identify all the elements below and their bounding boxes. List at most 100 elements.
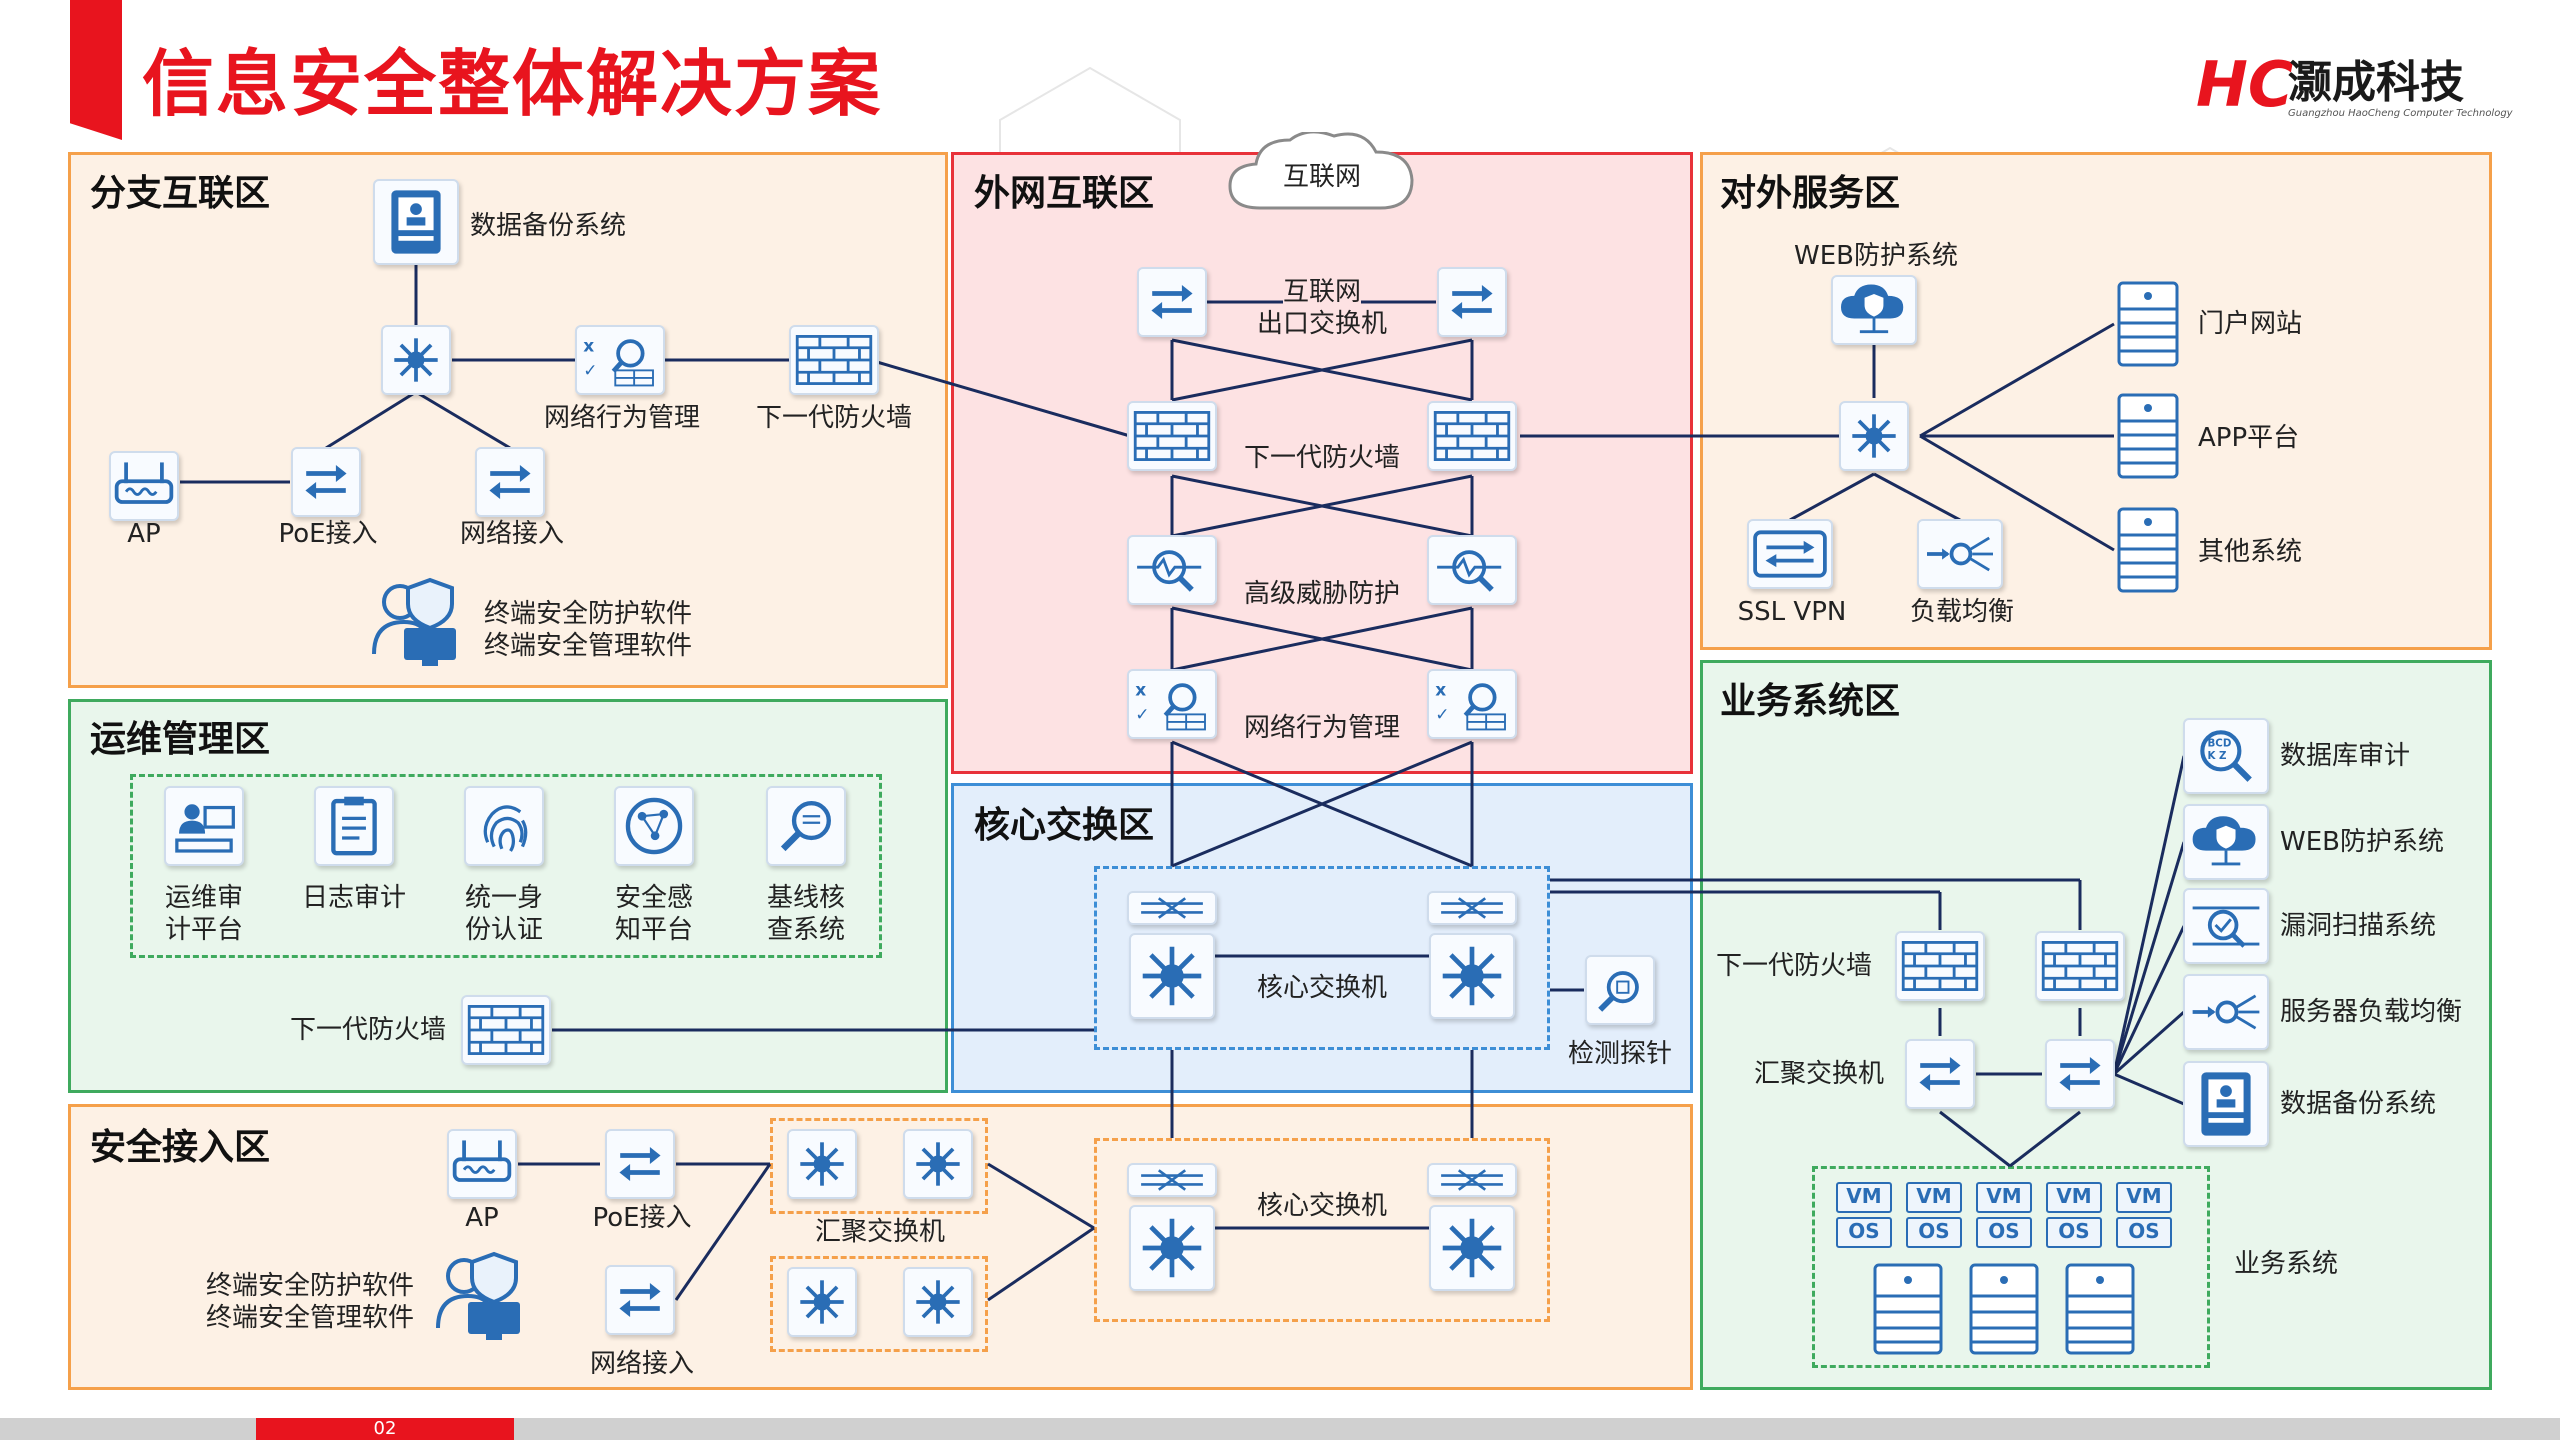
os-label: OS	[2046, 1217, 2102, 1248]
business-waf-icon	[2183, 804, 2269, 880]
secure-aggregation-4-icon	[903, 1267, 973, 1337]
business-server-3-icon	[2064, 1262, 2136, 1356]
label-branch-poe: PoE接入	[278, 519, 378, 549]
internet-firewall-left-icon	[1127, 401, 1217, 471]
svg-text:✓: ✓	[1435, 705, 1449, 725]
label-external-ssl-vpn: SSL VPN	[1737, 597, 1847, 627]
core-switch-left-top-icon	[1127, 891, 1217, 925]
label-external-portal: 门户网站	[2198, 309, 2303, 339]
os-label: OS	[2116, 1217, 2172, 1248]
label-branch-behavior-mgmt: 网络行为管理	[543, 403, 701, 433]
ops-security-awareness-icon	[614, 786, 694, 866]
branch-endpoint-user-icon	[370, 576, 466, 672]
external-portal-server-icon	[2115, 279, 2181, 369]
core-switch-left-icon	[1129, 933, 1215, 1019]
secure-aggregation-group-bottom	[770, 1256, 988, 1352]
logo-mark: HC	[2196, 48, 2294, 121]
page-number: 02	[373, 1418, 397, 1439]
core-switch-right-icon	[1429, 933, 1515, 1019]
label-business-service-3: 漏洞扫描系统	[2280, 911, 2437, 941]
secure-net-access-switch-icon	[605, 1265, 675, 1335]
business-firewall-right-icon	[2035, 931, 2125, 1001]
vm-label: VM	[2116, 1182, 2172, 1213]
branch-net-access-switch-icon	[475, 447, 545, 517]
data-backup-icon	[373, 179, 459, 265]
label-business-service-4: 服务器负载均衡	[2280, 997, 2463, 1027]
zone-secure-access	[68, 1104, 1693, 1390]
zone-title-core: 核心交换区	[974, 805, 1155, 846]
core-switch-right-top-icon	[1427, 891, 1517, 925]
page-title: 信息安全整体解决方案	[142, 42, 883, 126]
external-ssl-vpn-icon	[1747, 519, 1833, 589]
logo-name: 灏成科技	[2288, 57, 2464, 108]
branch-behavior-mgmt-icon: x✓	[575, 325, 665, 395]
internet-exit-switch-right-icon	[1437, 267, 1507, 337]
os-label: OS	[1836, 1217, 1892, 1248]
svg-text:✓: ✓	[583, 361, 597, 381]
internet-apt-left-icon	[1127, 535, 1217, 605]
label-ops-item-5b: 查系统	[766, 915, 846, 945]
label-business-system: 业务系统	[2234, 1249, 2339, 1279]
core-probe-icon	[1585, 955, 1655, 1025]
secure-endpoint-user-icon	[434, 1250, 530, 1346]
label-secure-endpoint-protect: 终端安全防护软件	[206, 1271, 415, 1301]
zone-title-business: 业务系统区	[1720, 681, 1901, 722]
zone-title-internet: 外网互联区	[974, 173, 1155, 214]
label-secure-core-switch: 核心交换机	[1256, 1190, 1388, 1223]
label-external-other-systems: 其他系统	[2198, 537, 2303, 567]
zone-branch	[68, 152, 948, 688]
label-external-app-platform: APP平台	[2198, 423, 2300, 453]
zone-title-branch: 分支互联区	[90, 173, 271, 214]
secure-core-left-top-icon	[1127, 1163, 1217, 1197]
svg-text:BCD: BCD	[2207, 738, 2231, 750]
svg-text:x: x	[1135, 681, 1146, 701]
label-ops-item-5a: 基线核	[766, 883, 846, 913]
ops-log-audit-icon	[314, 786, 394, 866]
svg-text:K Z: K Z	[2207, 750, 2226, 762]
secure-core-right-icon	[1429, 1205, 1515, 1291]
secure-poe-switch-icon	[605, 1129, 675, 1199]
vm-label: VM	[1836, 1182, 1892, 1213]
ops-tools-group	[130, 774, 882, 958]
logo-tagline: Guangzhou HaoCheng Computer Technology	[2288, 108, 2513, 119]
label-branch-endpoint-manage: 终端安全管理软件	[484, 631, 693, 661]
zone-title-secure-access: 安全接入区	[90, 1127, 271, 1168]
label-branch-ap: AP	[127, 519, 161, 549]
label-secure-aggregation: 汇聚交换机	[814, 1217, 946, 1247]
label-internet-apt: 高级威胁防护	[1243, 578, 1401, 611]
label-ops-item-3b: 份认证	[464, 915, 544, 945]
internet-exit-switch-left-icon	[1137, 267, 1207, 337]
label-business-service-5: 数据备份系统	[2280, 1089, 2437, 1119]
label-ops-item-3a: 统一身	[464, 883, 544, 913]
branch-firewall-icon	[789, 325, 879, 395]
ops-audit-platform-icon	[164, 786, 244, 866]
label-secure-endpoint-manage: 终端安全管理软件	[206, 1303, 415, 1333]
internet-firewall-right-icon	[1427, 401, 1517, 471]
label-internet-behavior-mgmt: 网络行为管理	[1243, 712, 1401, 745]
internet-behavior-right-icon: x✓	[1427, 669, 1517, 739]
label-secure-poe: PoE接入	[592, 1203, 692, 1233]
zone-title-external-service: 对外服务区	[1720, 173, 1901, 214]
label-internet-cloud: 互联网	[1282, 162, 1361, 192]
vm-os-stack-5: VM OS	[2114, 1180, 2174, 1248]
business-server-1-icon	[1872, 1262, 1944, 1356]
secure-aggregation-group-top	[770, 1118, 988, 1214]
label-internet-exit-switch-1: 互联网	[1282, 276, 1362, 309]
label-secure-net-access: 网络接入	[589, 1349, 695, 1379]
internet-cloud-icon: 互联网	[1222, 130, 1422, 222]
business-data-backup-icon	[2183, 1061, 2269, 1147]
label-external-waf: WEB防护系统	[1794, 241, 1958, 271]
svg-text:✓: ✓	[1135, 705, 1149, 725]
footer-bar	[0, 1418, 2560, 1440]
secure-aggregation-2-icon	[903, 1129, 973, 1199]
external-other-server-icon	[2115, 505, 2181, 595]
secure-aggregation-1-icon	[787, 1129, 857, 1199]
label-core-probe: 检测探针	[1567, 1039, 1673, 1069]
label-ops-item-1b: 计平台	[164, 915, 244, 945]
ops-identity-auth-icon	[464, 786, 544, 866]
label-branch-data-backup: 数据备份系统	[470, 211, 627, 241]
secure-core-left-icon	[1129, 1205, 1215, 1291]
